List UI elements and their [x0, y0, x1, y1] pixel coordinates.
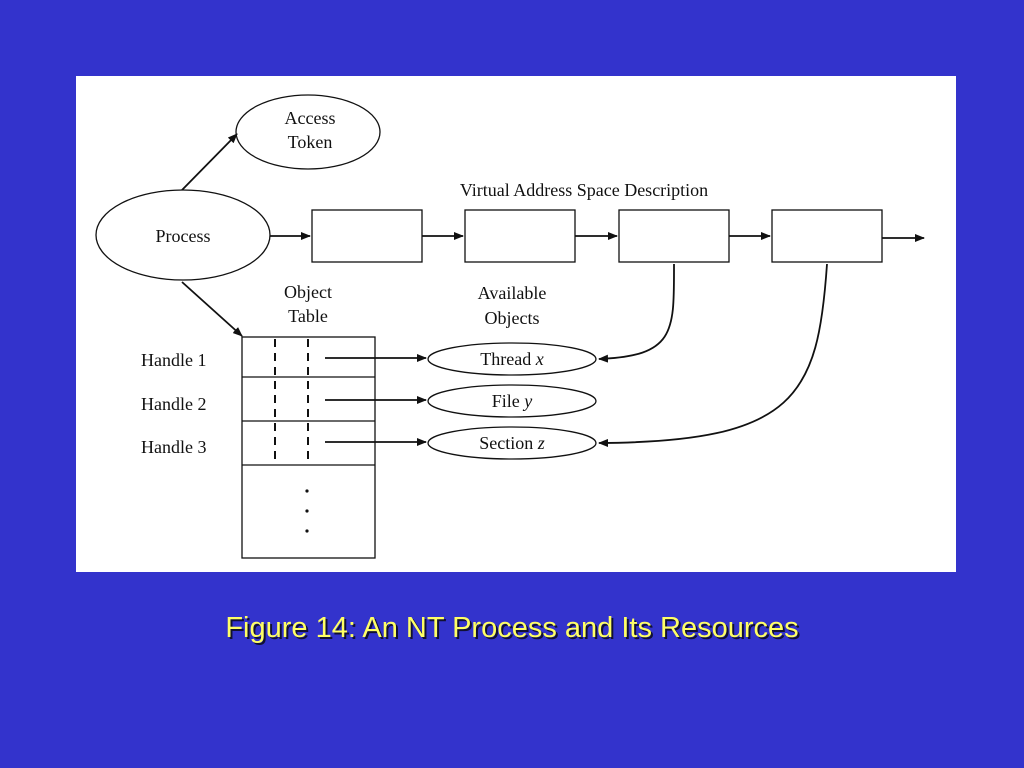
thread-node	[427, 342, 597, 376]
ellipsis-dot	[305, 529, 309, 533]
diagram-svg: Access Token Process Virtual Address Spa…	[95, 94, 925, 559]
file-name: File	[492, 391, 520, 411]
section-node	[427, 426, 597, 460]
handle-label-3: Handle 3	[141, 437, 206, 457]
vad-box-2	[464, 209, 576, 263]
thread-label: Thread x	[480, 349, 543, 369]
thread-var: x	[535, 349, 544, 369]
vad-box-4	[771, 209, 883, 263]
file-var: y	[522, 391, 532, 411]
file-label: File y	[492, 391, 533, 411]
access-token-label-2: Token	[288, 132, 333, 152]
arrow-vad-4-to-section	[598, 263, 828, 447]
access-token-label-1: Access	[285, 108, 336, 128]
section-var: z	[537, 433, 545, 453]
vad-box-3	[618, 209, 730, 263]
arrow-process-to-table	[181, 281, 243, 337]
arrow-vad-3-to-thread	[598, 263, 675, 363]
arrow-process-to-token	[181, 133, 238, 191]
diagram-panel: Access Token Process Virtual Address Spa…	[76, 76, 956, 572]
access-token-node	[235, 94, 381, 170]
available-objects-label-2: Objects	[485, 308, 540, 328]
ellipsis-dot	[305, 509, 309, 513]
section-name: Section	[479, 433, 533, 453]
figure-caption: Figure 14: An NT Process and Its Resourc…	[225, 612, 799, 644]
file-node	[427, 384, 597, 418]
process-label: Process	[156, 226, 211, 246]
handle-label-2: Handle 2	[141, 394, 206, 414]
thread-name: Thread	[480, 349, 531, 369]
handle-label-1: Handle 1	[141, 350, 206, 370]
available-objects-label-1: Available	[478, 283, 547, 303]
section-label: Section z	[479, 433, 545, 453]
vad-box-1	[311, 209, 423, 263]
object-table	[241, 336, 376, 559]
ellipsis-dot	[305, 489, 309, 493]
object-table-label-1: Object	[284, 282, 332, 302]
vad-label: Virtual Address Space Description	[460, 180, 708, 200]
object-table-label-2: Table	[288, 306, 328, 326]
